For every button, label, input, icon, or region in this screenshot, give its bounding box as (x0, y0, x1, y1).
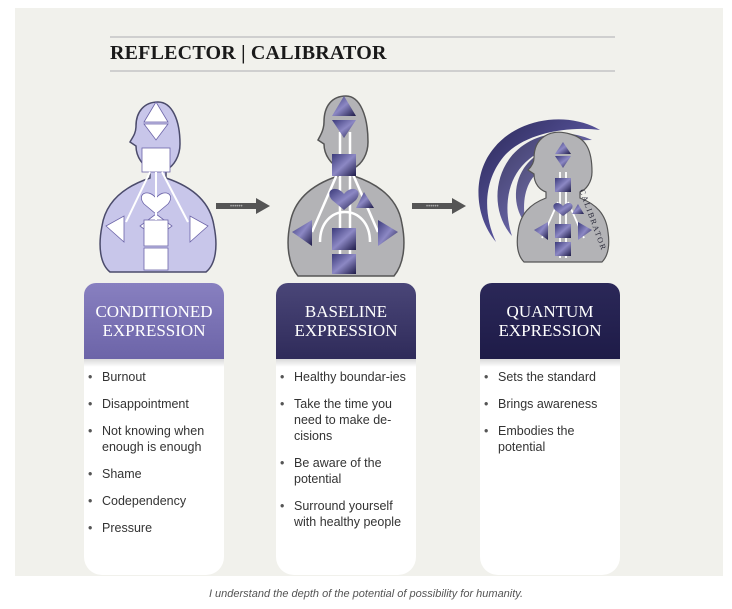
list-item: Burnout (88, 369, 214, 385)
list-item: Healthy boundar-ies (280, 369, 406, 385)
baseline-expression-list: Healthy boundar-ies Take the time you ne… (276, 369, 416, 541)
conditioned-expression-card: CONDITIONED EXPRESSION Burnout Disappoin… (84, 283, 224, 575)
conditioned-expression-heading: CONDITIONED EXPRESSION (84, 283, 224, 367)
conditioned-expression-list: Burnout Disappointment Not knowing when … (84, 369, 224, 547)
conditioned-bodygraph-figure (99, 101, 217, 273)
list-item: Disappointment (88, 396, 214, 412)
list-item: Embodies the potential (484, 423, 610, 455)
page-title: REFLECTOR | CALIBRATOR (110, 42, 387, 64)
list-item: Pressure (88, 520, 214, 536)
arrow-2-label: •••••• (426, 204, 439, 210)
arrow-baseline-to-quantum (412, 198, 466, 214)
list-item: Codependency (88, 493, 214, 509)
heading-line-1: CONDITIONED (95, 302, 213, 321)
arrow-conditioned-to-baseline (216, 198, 270, 214)
figure-caption: I understand the depth of the potential … (208, 588, 524, 600)
heading-line-2: EXPRESSION (102, 321, 206, 340)
list-item: Brings awareness (484, 396, 610, 412)
list-item: Surround yourself with healthy people (280, 498, 406, 530)
quantum-expression-card: QUANTUM EXPRESSION Sets the standard Bri… (480, 283, 620, 575)
quantum-expression-heading: QUANTUM EXPRESSION (480, 283, 620, 367)
baseline-expression-heading: BASELINE EXPRESSION (276, 283, 416, 367)
heading-line-1: BASELINE (304, 302, 388, 321)
list-item: Not knowing when enough is enough (88, 423, 214, 455)
heading-line-2: EXPRESSION (498, 321, 602, 340)
title-bar: REFLECTOR | CALIBRATOR (110, 36, 615, 72)
heading-line-1: QUANTUM (506, 302, 594, 321)
list-item: Be aware of the potential (280, 455, 406, 487)
quantum-calibrator-figure (478, 119, 610, 263)
quantum-expression-list: Sets the standard Brings awareness Embod… (480, 369, 620, 466)
baseline-bodygraph-figure (287, 95, 405, 277)
list-item: Shame (88, 466, 214, 482)
arrow-1-label: •••••• (230, 204, 243, 210)
list-item: Sets the standard (484, 369, 610, 385)
heading-line-2: EXPRESSION (294, 321, 398, 340)
baseline-expression-card: BASELINE EXPRESSION Healthy boundar-ies … (276, 283, 416, 575)
list-item: Take the time you need to make de-cision… (280, 396, 406, 444)
